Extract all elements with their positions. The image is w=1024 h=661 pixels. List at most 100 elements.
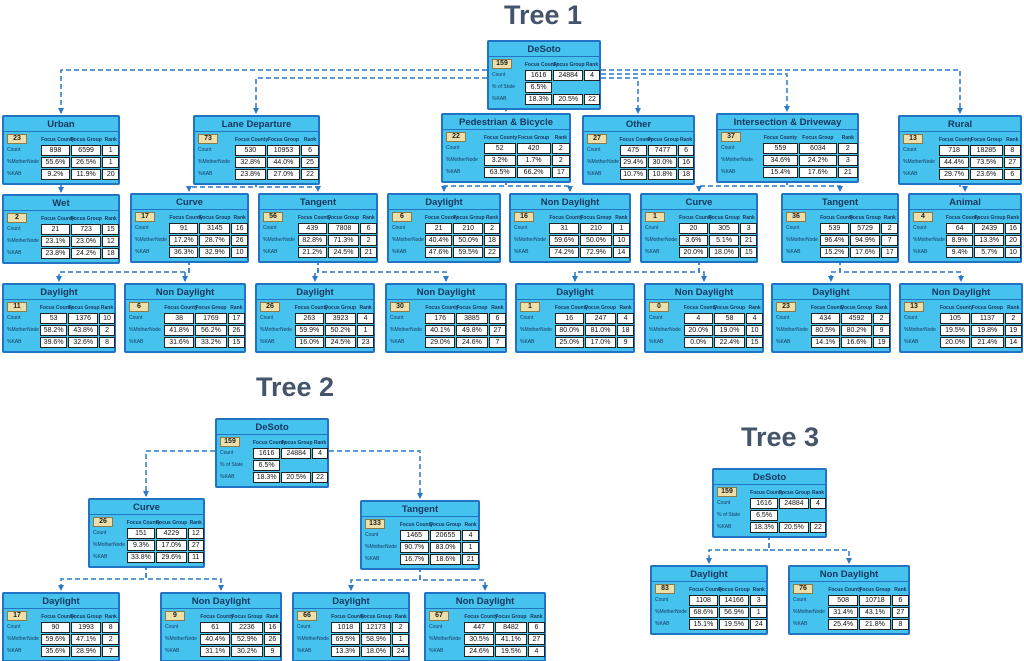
cell-focus-group: 59.5%	[453, 247, 484, 258]
cell-focus-county: 21	[424, 223, 453, 234]
tree-node[interactable]: Daylight 11 Focus County Focus Group Ran…	[2, 283, 116, 353]
cell-focus-group: 18.0%	[708, 247, 740, 258]
tree-node[interactable]: Rural 13 Focus County Focus Group Rank C…	[898, 115, 1022, 185]
cell-focus-county: 4	[683, 313, 713, 324]
header-row: 6 Focus County Focus Group Rank	[128, 301, 243, 312]
tree-node[interactable]: Curve 26 Focus County Focus Group Rank C…	[88, 498, 205, 568]
cell-rank: 4	[746, 313, 763, 324]
connector-arrow	[828, 260, 841, 282]
node-title: Non Daylight	[126, 285, 244, 300]
node-table: 67 Focus County Focus Group Rank Count 4…	[426, 609, 545, 660]
connector-arrow	[329, 450, 423, 499]
tree-node[interactable]: Pedestrian & Bicycle 22 Focus County Foc…	[441, 113, 571, 183]
cell-focus-county: 15.2%	[820, 247, 849, 258]
tree-node[interactable]: Tangent 36 Focus County Focus Group Rank…	[781, 193, 899, 263]
tree-node[interactable]: Non Daylight 6 Focus County Focus Group …	[124, 283, 246, 353]
mother-node-row: %MotherNode 69.5% 58.9% 1	[296, 634, 409, 645]
kab-row: %KAB 25.4% 21.8% 8	[792, 619, 909, 630]
col-header-focus-group: Focus Group	[195, 305, 227, 311]
tree-node[interactable]: Animal 4 Focus County Focus Group Rank C…	[908, 193, 1022, 263]
mother-node-row: %MotherNode 40.4% 50.0% 18	[391, 235, 500, 246]
row-label: Count	[93, 530, 107, 536]
cell-focus-group: 2439	[974, 223, 1005, 234]
tree-node[interactable]: Curve 17 Focus County Focus Group Rank C…	[130, 193, 249, 263]
tree-node[interactable]: Non Daylight 13 Focus County Focus Group…	[899, 283, 1023, 353]
tree-node[interactable]: Non Daylight 30 Focus County Focus Group…	[385, 283, 507, 353]
node-id-badge: 26	[260, 302, 280, 312]
header-row: 17 Focus County Focus Group Rank	[134, 211, 246, 222]
tree-node[interactable]: DeSoto 159 Focus County Focus Group Rank…	[215, 418, 329, 488]
cell-rank: 22	[584, 94, 600, 105]
tree-node[interactable]: Daylight 26 Focus County Focus Group Ran…	[255, 283, 375, 353]
tree-node[interactable]: Daylight 17 Focus County Focus Group Ran…	[2, 592, 120, 661]
row-label: Count	[514, 225, 528, 231]
row-label: %KAB	[492, 96, 507, 102]
col-header-rank: Rank	[313, 440, 327, 446]
tree-node[interactable]: Curve 1 Focus County Focus Group Rank Co…	[640, 193, 758, 263]
row-label: Count	[297, 624, 311, 630]
col-header-focus-county: Focus County	[939, 305, 974, 311]
tree-node[interactable]: Non Daylight 16 Focus County Focus Group…	[509, 193, 631, 263]
row-label: %MotherNode	[913, 237, 945, 243]
cell-rank: 23	[357, 337, 374, 348]
header-row: 16 Focus County Focus Group Rank	[513, 211, 628, 222]
col-header-focus-county: Focus County	[820, 215, 854, 221]
cell-focus-county: 10.7%	[619, 169, 647, 180]
tree-node[interactable]: Other 27 Focus County Focus Group Rank C…	[582, 115, 695, 185]
kab-row: %KAB 15.2% 17.6% 17	[785, 247, 898, 258]
col-header-rank: Rank	[303, 137, 317, 143]
kab-row: %KAB 16.7% 18.6% 21	[364, 554, 479, 565]
node-title: Non Daylight	[511, 195, 629, 210]
row-label: Count	[904, 315, 918, 321]
row-label: %KAB	[793, 621, 808, 627]
cell-rank: 27	[527, 634, 545, 645]
tree-node[interactable]: Non Daylight 0 Focus County Focus Group …	[644, 283, 764, 353]
tree-node[interactable]: Lane Departure 73 Focus County Focus Gro…	[193, 115, 320, 185]
cell-focus-group: 24.2%	[70, 248, 102, 259]
cell-focus-group: 1769	[194, 313, 227, 324]
cell-focus-group: 1.7%	[516, 155, 551, 166]
tree-node[interactable]: Non Daylight 76 Focus County Focus Group…	[788, 565, 910, 635]
row-label: %MotherNode	[903, 159, 935, 165]
tree-node[interactable]: Intersection & Driveway 37 Focus County …	[716, 113, 859, 183]
cell-focus-group: 50.0%	[453, 235, 484, 246]
tree-node[interactable]: DeSoto 159 Focus County Focus Group Rank…	[712, 468, 827, 538]
tree-node[interactable]: Daylight 83 Focus County Focus Group Ran…	[650, 565, 768, 635]
tree-node[interactable]: DeSoto 159 Focus County Focus Group Rank…	[487, 40, 601, 110]
tree-node[interactable]: Daylight 66 Focus County Focus Group Ran…	[292, 592, 410, 661]
tree-node[interactable]: Non Daylight 9 Focus County Focus Group …	[160, 592, 282, 661]
cell-focus-group: 20.5%	[553, 94, 584, 105]
tree-node[interactable]: Urban 23 Focus County Focus Group Rank C…	[2, 115, 120, 185]
node-id-badge: 6	[129, 302, 149, 312]
cell-focus-county: 58.2%	[39, 325, 68, 336]
cell-rank: 22	[484, 247, 500, 258]
count-row: Count 539 5729 2	[785, 223, 898, 234]
kab-row: %KAB 29.7% 23.6% 6	[902, 169, 1021, 180]
node-table: 0 Focus County Focus Group Rank Count 4 …	[646, 300, 763, 351]
cell-focus-group: 3885	[455, 313, 488, 324]
cell-rank: 9	[617, 337, 634, 348]
tree-node[interactable]: Daylight 23 Focus County Focus Group Ran…	[771, 283, 891, 353]
cell-rank: 20	[102, 169, 119, 180]
mother-node-row: % of State 6.5%	[491, 82, 597, 93]
tree-node[interactable]: Daylight 1 Focus County Focus Group Rank…	[515, 283, 635, 353]
tree-node[interactable]: Tangent 56 Focus County Focus Group Rank…	[258, 193, 378, 263]
cell-rank: 3	[750, 595, 767, 606]
cell-focus-group: 24884	[553, 70, 584, 81]
cell-focus-group: 19.8%	[971, 325, 1004, 336]
cell-focus-county: 1018	[331, 622, 360, 633]
col-header-focus-county: Focus County	[234, 137, 269, 143]
cell-rank: 18	[102, 248, 119, 259]
tree-node[interactable]: Tangent 133 Focus County Focus Group Ran…	[360, 500, 480, 570]
tree-node[interactable]: Wet 2 Focus County Focus Group Rank Coun…	[2, 194, 120, 264]
connector-arrow	[317, 260, 449, 282]
row-label: %KAB	[7, 250, 22, 256]
cell-focus-group: 41.1%	[494, 634, 527, 645]
tree-node[interactable]: Daylight 6 Focus County Focus Group Rank…	[387, 193, 501, 263]
cell-focus-county: 18.3%	[252, 472, 281, 483]
tree-node[interactable]: Non Daylight 67 Focus County Focus Group…	[424, 592, 546, 661]
row-label: Count	[903, 147, 917, 153]
col-header-rank: Rank	[233, 215, 246, 221]
cell-focus-county: 38	[164, 313, 194, 324]
